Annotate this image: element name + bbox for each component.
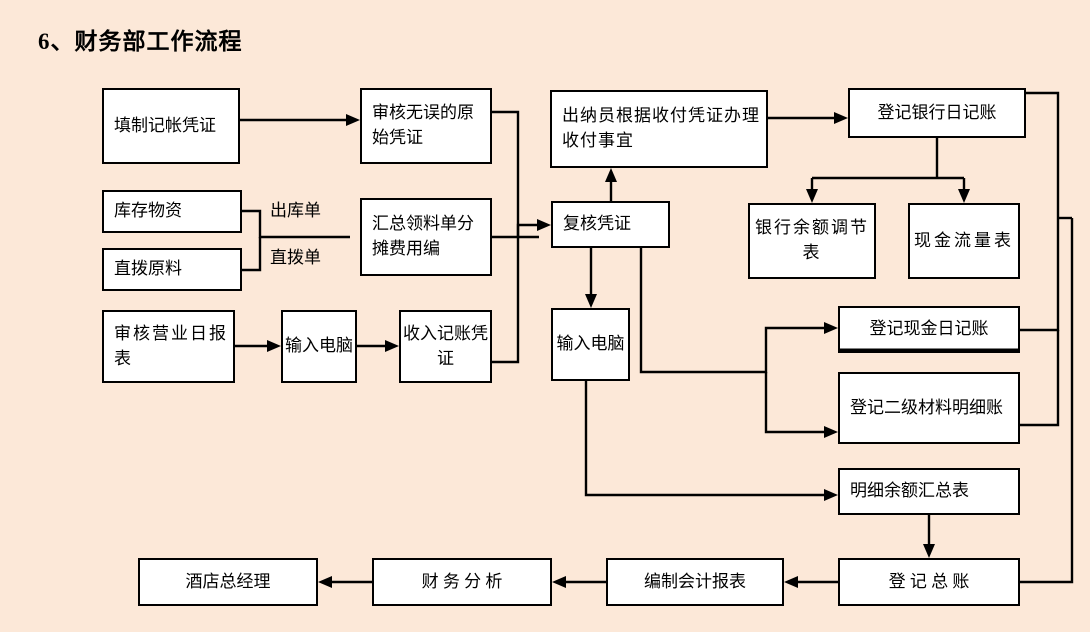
- edge-audited-to-bus: [492, 110, 520, 237]
- node-fill-voucher[interactable]: 填制记帐凭证: [102, 88, 240, 164]
- node-summary-requisition[interactable]: 汇总领料单分摊费用编: [360, 198, 492, 276]
- node-bank-journal[interactable]: 登记银行日记账: [848, 88, 1026, 138]
- arrowhead: [267, 340, 281, 352]
- node-label: 登记现金日记账: [869, 319, 989, 339]
- node-income-voucher[interactable]: 收入记账凭证: [399, 310, 492, 383]
- arrowhead: [585, 294, 597, 308]
- node-material-ledger[interactable]: 登记二级材料明细账: [838, 372, 1020, 444]
- arrowhead: [552, 576, 566, 588]
- node-label: 输入电脑: [556, 334, 625, 354]
- node-label: 登 记 总 账: [888, 571, 970, 591]
- node-cash-journal[interactable]: 登记现金日记账: [838, 306, 1020, 353]
- node-input-computer-1[interactable]: 输入电脑: [281, 310, 357, 383]
- arrowhead: [385, 340, 399, 352]
- node-inventory-goods[interactable]: 库存物资: [102, 190, 242, 233]
- page-title: 6、财务部工作流程: [38, 29, 243, 54]
- edge-income-to-bus: [492, 237, 520, 364]
- edge-label-direct-slip: 直拨单: [270, 248, 321, 267]
- node-label: 收入记账凭证: [403, 323, 488, 368]
- node-general-ledger[interactable]: 登 记 总 账: [838, 558, 1020, 606]
- node-label: 直拨原料: [114, 259, 182, 279]
- node-audit-daily-report[interactable]: 审核营业日报表: [102, 310, 235, 383]
- node-label: 输入电脑: [285, 336, 353, 356]
- node-label: 酒店总经理: [185, 571, 271, 591]
- edge-label-outbound-slip: 出库单: [270, 201, 321, 220]
- node-label: 现金流量表: [914, 230, 1014, 250]
- node-financial-analysis[interactable]: 财 务 分 析: [372, 558, 552, 606]
- arrowhead: [537, 219, 551, 231]
- node-label: 明细余额汇总表: [850, 481, 969, 501]
- node-audited-original[interactable]: 审核无误的原始凭证: [360, 88, 492, 164]
- edge-input2-to-summary: [584, 381, 826, 497]
- arrowhead: [958, 189, 970, 203]
- node-label: 审核营业日报表: [114, 323, 228, 368]
- node-label: 库存物资: [114, 201, 182, 221]
- edge-outer-bus-to-general-ledger: [1020, 218, 1074, 584]
- node-cashier-handle[interactable]: 出纳员根据收付凭证办理收付事宜: [550, 90, 768, 168]
- arrowhead: [318, 576, 332, 588]
- arrowhead: [824, 489, 838, 501]
- node-label: 审核无误的原始凭证: [372, 103, 474, 147]
- arrowhead: [824, 426, 838, 438]
- node-label: 出纳员根据收付凭证办理收付事宜: [562, 106, 760, 150]
- arrowhead: [923, 544, 935, 558]
- node-label: 填制记帐凭证: [114, 115, 216, 135]
- edge-direct-merge: [242, 237, 262, 272]
- node-bank-reconcile[interactable]: 银行余额调节表: [748, 203, 876, 279]
- edge-bus-to-recheck: [516, 223, 539, 237]
- node-general-manager[interactable]: 酒店总经理: [138, 558, 318, 606]
- node-label: 财 务 分 析: [421, 571, 503, 591]
- node-input-computer-2[interactable]: 输入电脑: [551, 308, 630, 381]
- node-label: 复核凭证: [563, 214, 631, 234]
- edge-material-right-bus: [1020, 330, 1060, 427]
- edge-bus-to-material: [764, 372, 826, 434]
- edge-bankjournal-split: [810, 138, 966, 191]
- node-label: 登记银行日记账: [877, 102, 997, 122]
- node-recheck-voucher[interactable]: 复核凭证: [551, 201, 670, 248]
- node-direct-material[interactable]: 直拨原料: [102, 248, 242, 291]
- arrowhead: [834, 112, 848, 124]
- arrowhead: [824, 322, 838, 334]
- node-label: 编制会计报表: [644, 571, 746, 591]
- node-cash-flow[interactable]: 现金流量表: [908, 203, 1020, 279]
- arrowhead: [346, 114, 360, 126]
- node-label: 银行余额调节表: [755, 218, 869, 262]
- node-label: 汇总领料单分摊费用编: [372, 214, 474, 258]
- node-label: 登记二级材料明细账: [850, 397, 1003, 417]
- arrowhead: [605, 168, 617, 182]
- arrowhead: [806, 189, 818, 203]
- node-balance-summary[interactable]: 明细余额汇总表: [838, 468, 1020, 515]
- arrowhead: [784, 576, 798, 588]
- node-prepare-statements[interactable]: 编制会计报表: [606, 558, 784, 606]
